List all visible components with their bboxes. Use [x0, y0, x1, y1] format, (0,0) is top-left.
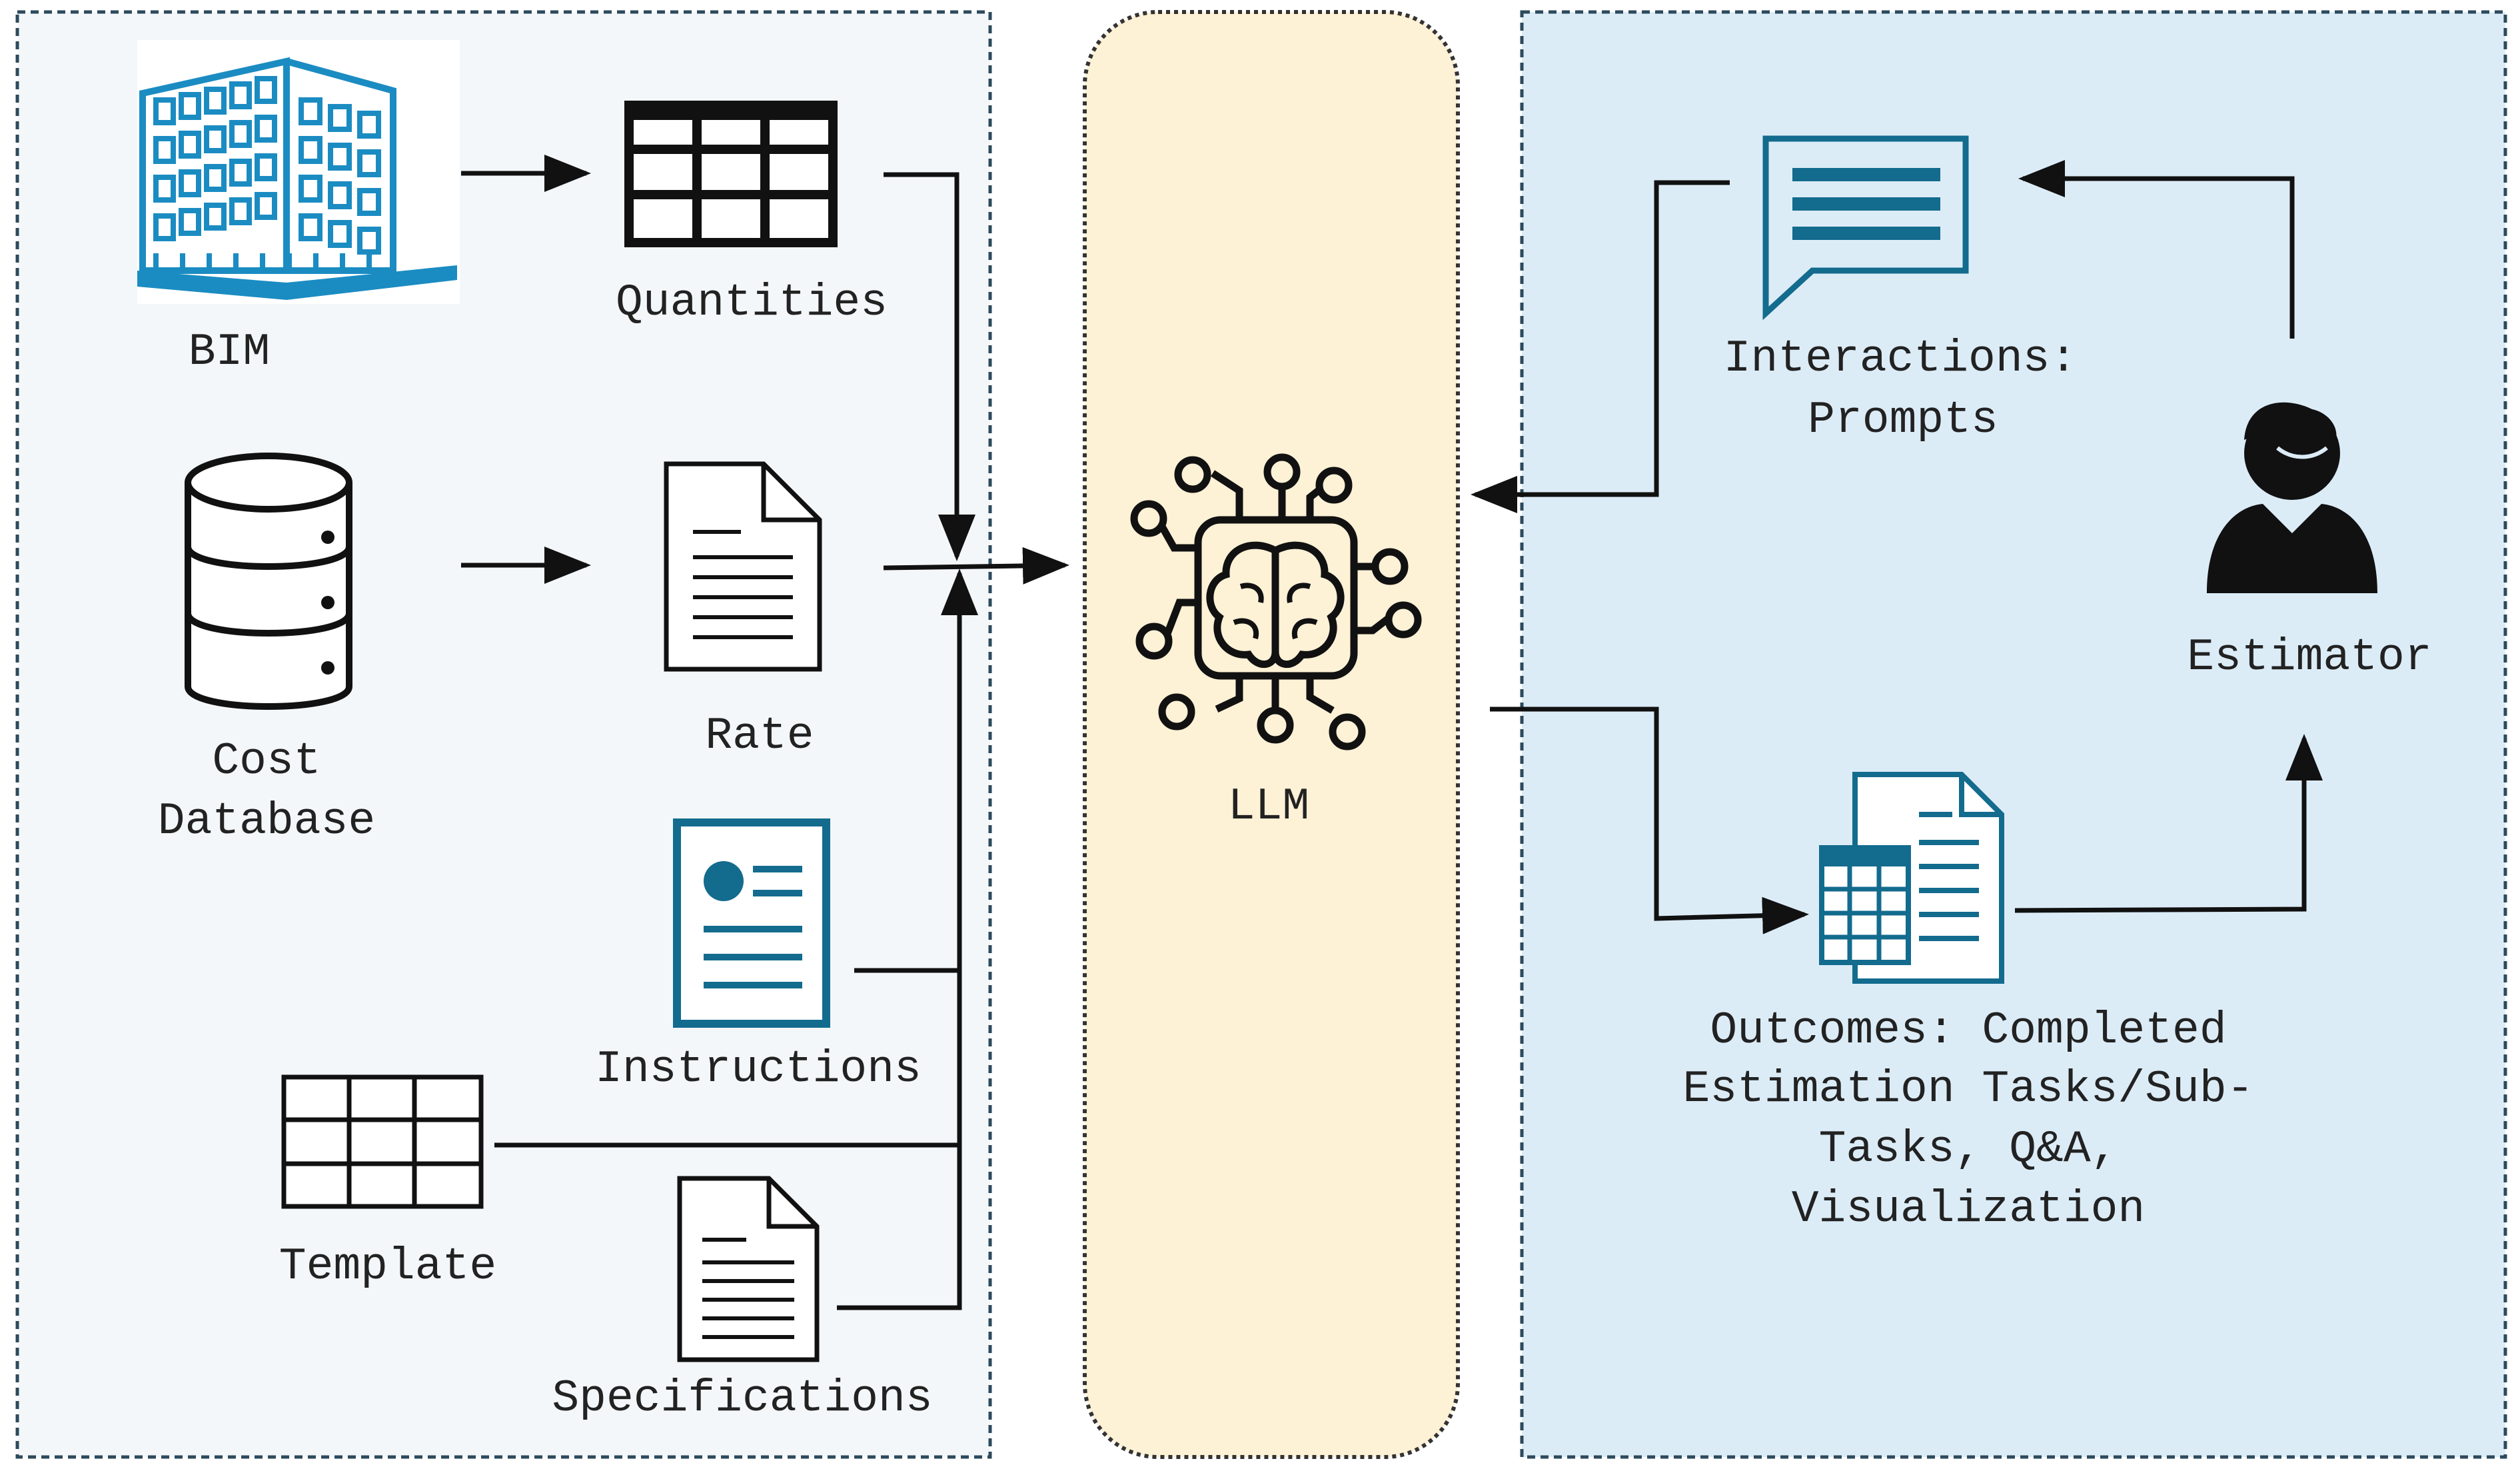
label-cost-database-line2: Database — [158, 796, 375, 847]
label-template: Template — [279, 1241, 496, 1292]
ai-brain-chip-icon — [1130, 453, 1422, 750]
database-icon — [185, 453, 352, 710]
specifications-document-icon — [677, 1176, 820, 1362]
label-outcomes-line2: Estimation Tasks/Sub- — [1683, 1064, 2254, 1115]
connectors — [461, 155, 2323, 1310]
instructions-card-icon — [673, 818, 830, 1028]
labels: BIM Quantities Cost Database Rate Instru… — [158, 277, 2432, 1424]
arrow-junction-to-llm — [883, 547, 1069, 585]
label-specifications: Specifications — [552, 1373, 932, 1424]
person-icon — [2207, 402, 2377, 593]
label-llm: LLM — [1228, 781, 1309, 832]
spreadsheet-report-icon — [1819, 772, 2004, 984]
label-quantities: Quantities — [616, 277, 888, 329]
arrow-estimator-to-prompts — [2018, 160, 2295, 339]
label-outcomes-line4: Visualization — [1792, 1184, 2146, 1235]
arrow-prompts-to-llm — [1471, 180, 1730, 513]
label-interactions-line2: Prompts — [1808, 395, 1998, 446]
line-quantities-to-junction — [884, 172, 975, 561]
label-bim: BIM — [189, 327, 270, 378]
arrow-outcomes-to-estimator — [2014, 734, 2323, 913]
arrow-llm-to-outcomes — [1490, 707, 1809, 934]
line-specifications-to-junction — [837, 569, 978, 1310]
interaction-panel — [1520, 10, 2507, 1459]
table-icon — [624, 101, 838, 247]
label-instructions: Instructions — [595, 1044, 922, 1095]
building-icon — [137, 40, 460, 304]
label-outcomes-line1: Outcomes: Completed — [1710, 1005, 2226, 1056]
label-outcomes-line3: Tasks, Q&A, — [1819, 1124, 2118, 1175]
label-rate: Rate — [705, 711, 814, 762]
label-cost-database-line1: Cost — [212, 736, 320, 787]
chat-bubble-icon — [1762, 135, 1969, 321]
label-estimator: Estimator — [2187, 632, 2431, 683]
grid-template-icon — [281, 1074, 484, 1209]
label-interactions-line1: Interactions: — [1724, 333, 2078, 385]
document-icon — [664, 461, 822, 672]
